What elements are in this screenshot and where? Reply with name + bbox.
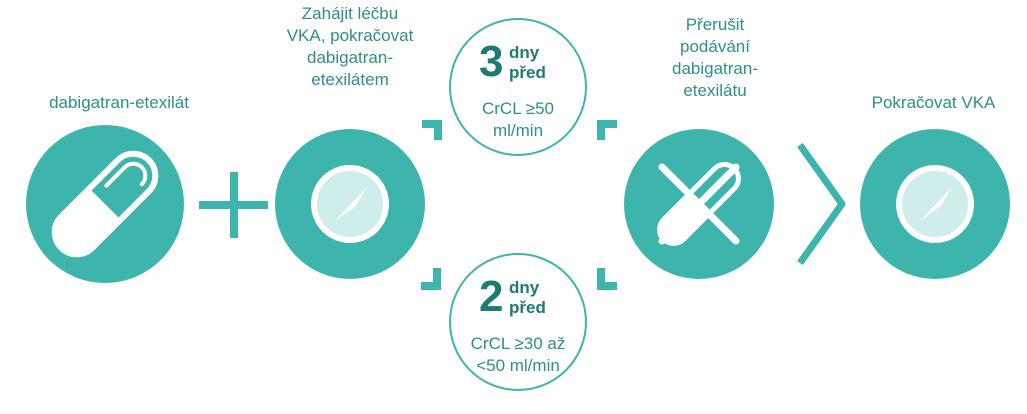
bottom-bubble-condition-line1: CrCL ≥30 až bbox=[470, 334, 566, 353]
label-start-vka-line4: etexilátem bbox=[311, 70, 389, 89]
top-bubble: 3 dny před CrCL ≥50 ml/min bbox=[449, 18, 587, 156]
bottom-bubble-condition: CrCL ≥30 až <50 ml/min bbox=[451, 333, 585, 377]
top-bubble-word1: dny bbox=[509, 43, 540, 62]
bottom-bubble-word1: dny bbox=[509, 278, 540, 297]
top-bubble-number: 3 bbox=[479, 37, 504, 86]
connector-bottom-right bbox=[597, 268, 617, 290]
label-continue-vka: Pokračovat VKA bbox=[871, 93, 996, 112]
connector-top-left bbox=[422, 120, 442, 140]
stop-capsule-icon bbox=[657, 162, 741, 246]
connector-bottom-left bbox=[421, 268, 441, 290]
connector-top-right bbox=[597, 120, 617, 140]
top-bubble-word2: před bbox=[509, 63, 546, 82]
label-stop: Přerušit podávání dabigatran- etexilátu bbox=[615, 14, 815, 102]
label-start-vka-line3: dabigatran- bbox=[306, 48, 393, 67]
label-stop-line1: Přerušit bbox=[685, 15, 745, 34]
top-bubble-condition: CrCL ≥50 ml/min bbox=[451, 98, 585, 142]
label-dabigatran: dabigatran-etexilát bbox=[49, 93, 189, 112]
label-start-vka-line2: VKA, pokračovat bbox=[286, 26, 414, 45]
top-bubble-condition-line1: CrCL ≥50 bbox=[481, 99, 554, 118]
bottom-bubble: 2 dny před CrCL ≥30 až <50 ml/min bbox=[449, 253, 587, 391]
chevron-right-icon bbox=[797, 142, 846, 266]
label-start-vka-line1: Zahájit léčbu bbox=[301, 4, 399, 23]
bottom-bubble-condition-line2: <50 ml/min bbox=[476, 356, 560, 375]
label-stop-line2: podávání bbox=[680, 37, 750, 56]
bottom-bubble-word2: před bbox=[509, 298, 546, 317]
label-stop-line3: dabigatran- bbox=[671, 59, 758, 78]
label-stop-line4: etexilátu bbox=[683, 81, 747, 100]
top-bubble-condition-line2: ml/min bbox=[492, 121, 544, 140]
capsule-icon bbox=[51, 150, 159, 258]
vka-pill-icon-continue bbox=[896, 165, 974, 243]
vka-pill-icon bbox=[311, 165, 389, 243]
label-start-vka: Zahájit léčbu VKA, pokračovat dabigatran… bbox=[250, 3, 450, 91]
plus-icon bbox=[199, 172, 268, 238]
bottom-bubble-number: 2 bbox=[479, 272, 504, 321]
